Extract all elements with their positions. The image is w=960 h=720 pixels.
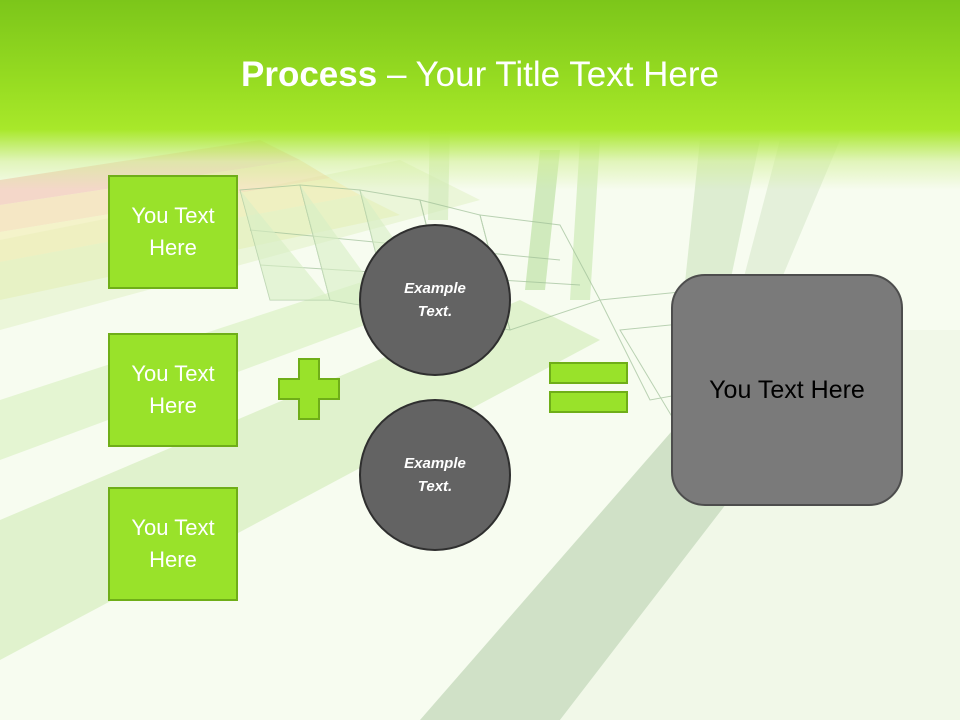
circle-label: Example Text. <box>404 455 466 495</box>
title-bold-part: Process <box>241 55 378 94</box>
result-box[interactable]: You Text Here <box>671 274 903 506</box>
circle-label: Example Text. <box>404 280 466 320</box>
title-regular-part: – Your Title Text Here <box>377 55 719 94</box>
input-box-label: You Text Here <box>131 361 215 418</box>
equals-icon <box>549 362 628 413</box>
example-circle-1[interactable]: Example Text. <box>359 224 511 376</box>
plus-icon <box>278 358 340 420</box>
example-circle-2[interactable]: Example Text. <box>359 399 511 551</box>
input-box-3[interactable]: You Text Here <box>108 487 238 601</box>
slide-title: Process – Your Title Text Here <box>0 54 960 96</box>
title-band <box>0 0 960 190</box>
result-label: You Text Here <box>709 375 865 404</box>
input-box-2[interactable]: You Text Here <box>108 333 238 447</box>
input-box-label: You Text Here <box>131 203 215 260</box>
input-box-label: You Text Here <box>131 515 215 572</box>
input-box-1[interactable]: You Text Here <box>108 175 238 289</box>
